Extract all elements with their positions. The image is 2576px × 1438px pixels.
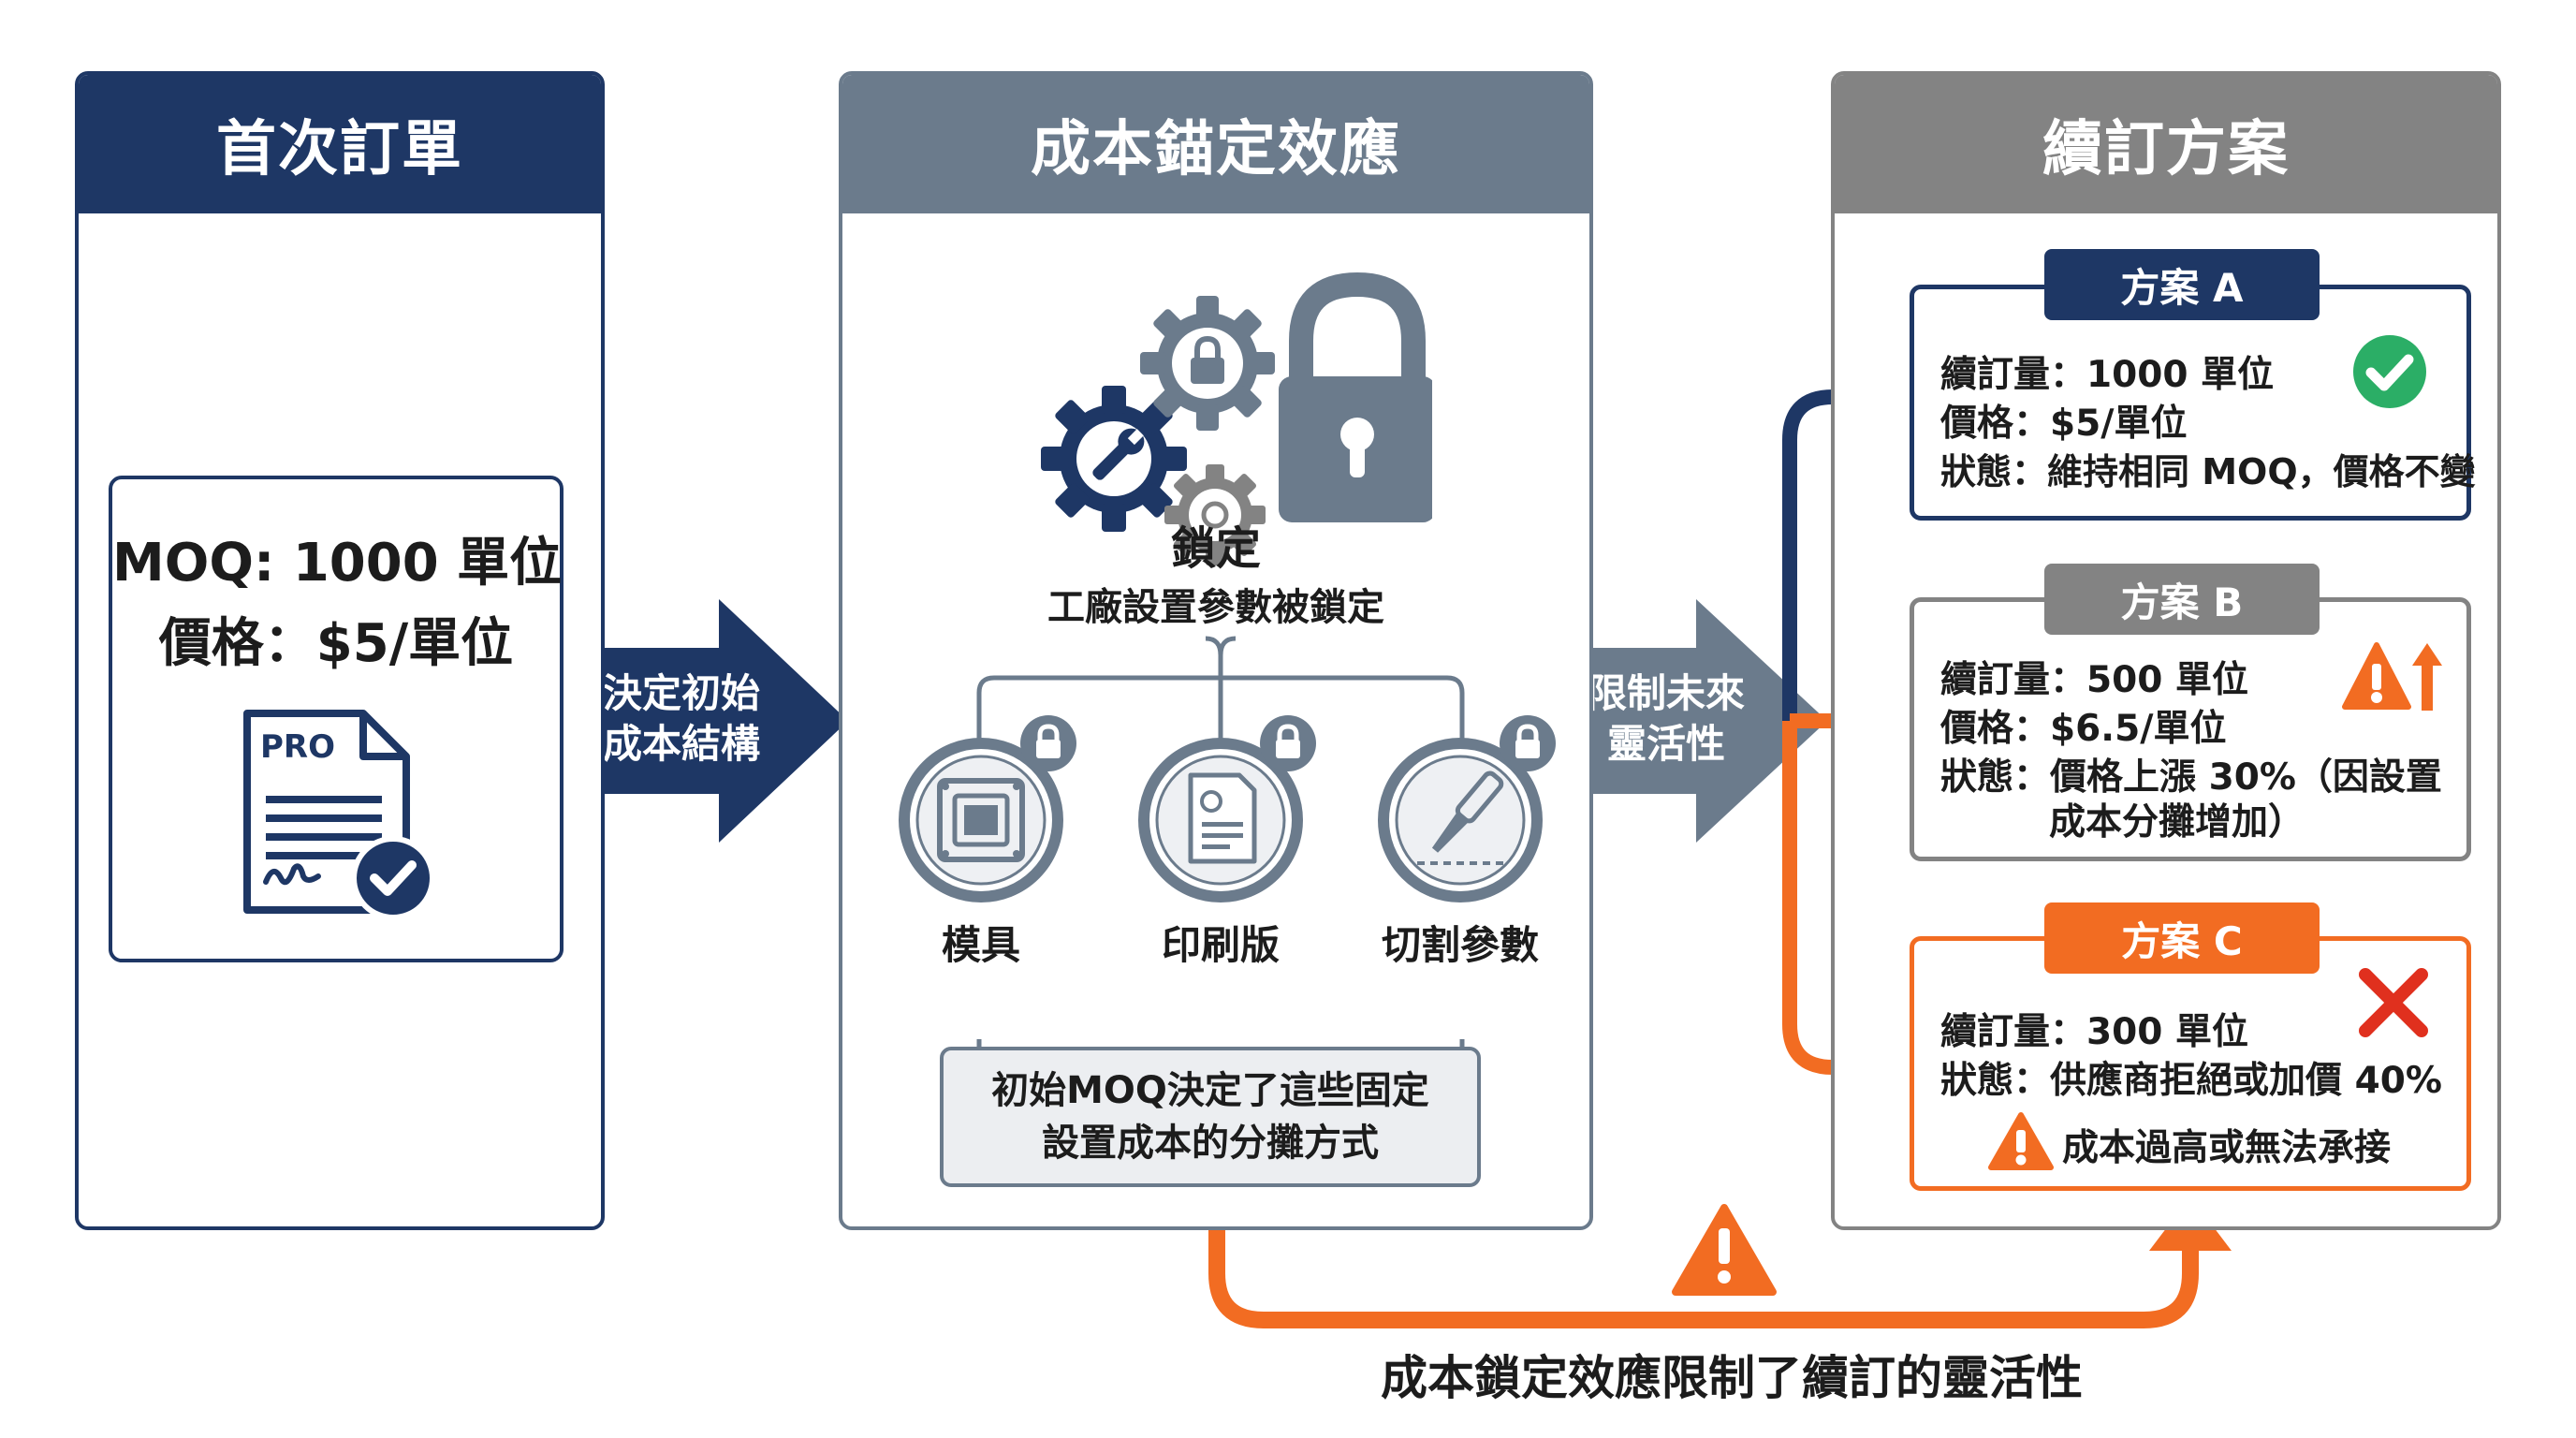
plan-a-line3: 狀態：維持相同 MOQ，價格不變 xyxy=(1940,451,2476,492)
warning-triangle-icon xyxy=(1988,1112,2054,1170)
small-gear-icon xyxy=(1164,464,1266,565)
plan-b-card: 續訂量：500 單位 價格：$6.5/單位 狀態：價格上漲 30%（因設置 成本… xyxy=(1910,597,2471,861)
plan-c-line2: 狀態：供應商拒絕或加價 40% xyxy=(1940,1060,2442,1102)
cutting-lock-badge-icon xyxy=(1500,715,1556,771)
branch-line-plan-a xyxy=(1782,389,1863,721)
signed-document-check-icon: PRO xyxy=(240,704,436,929)
plan-a-card: 續訂量：1000 單位 價格：$5/單位 狀態：維持相同 MOQ，價格不變 xyxy=(1910,285,2476,521)
lock-note-line2: 設置成本的分攤方式 xyxy=(1042,1122,1379,1165)
printing-plate-lock-badge-icon xyxy=(1260,715,1316,771)
warning-icon xyxy=(1672,1204,1777,1296)
gears-lock-illustration xyxy=(1041,271,1432,565)
plan-b-line2: 價格：$6.5/單位 xyxy=(1940,708,2227,750)
x-mark-icon xyxy=(2359,968,2428,1037)
arrow2-label-line1: 限制未來 xyxy=(1587,670,1745,716)
plan-c-tab: 方案 C xyxy=(2044,902,2320,974)
mold-icon xyxy=(899,738,1063,902)
lock-item-cutting xyxy=(1376,715,1556,904)
first-order-moq: MOQ: 1000 單位 xyxy=(112,533,563,594)
mold-lock-badge-icon xyxy=(1020,715,1076,771)
lock-item-label-cutting: 切割參數 xyxy=(1381,922,1539,968)
first-order-price: 價格：$5/單位 xyxy=(158,613,514,674)
reorder-title: 續訂方案 xyxy=(1835,75,2497,213)
first-order-card: MOQ: 1000 單位 價格：$5/單位 PRO xyxy=(109,476,564,962)
lock-item-printing-plate xyxy=(1136,715,1316,904)
cutting-tool-icon xyxy=(1378,738,1543,902)
arrow-first-to-lock xyxy=(582,599,848,843)
plan-b-line4: 成本分攤增加） xyxy=(2049,801,2305,844)
first-order-panel: 首次訂單 MOQ: 1000 單位 價格：$5/單位 PRO xyxy=(75,71,605,1230)
plan-c-card: 續訂量：300 單位 狀態：供應商拒絕或加價 40% 成本過高或無法承接 xyxy=(1910,936,2471,1191)
lock-item-label-mold: 模具 xyxy=(941,922,1020,968)
arrow1-label-line1: 決定初始 xyxy=(602,670,760,716)
arrow2-label-line2: 靈活性 xyxy=(1606,721,1725,767)
plan-c-line1: 續訂量：300 單位 xyxy=(1940,1011,2248,1053)
plan-a-line2: 價格：$5/單位 xyxy=(1940,403,2188,445)
printing-plate-icon xyxy=(1138,738,1303,902)
arrow-lock-to-reorder xyxy=(1565,599,1827,843)
lock-title: 鎖定 xyxy=(1170,522,1261,575)
plan-a-tab: 方案 A xyxy=(2044,249,2320,320)
lock-item-label-printing-plate: 印刷版 xyxy=(1161,922,1280,968)
lock-item-mold xyxy=(897,715,1076,904)
document-label: PRO xyxy=(260,728,336,766)
branch-line-plan-c xyxy=(1782,721,1863,1075)
plan-c-warning: 成本過高或無法承接 xyxy=(2062,1127,2392,1169)
lock-note-box: 初始MOQ決定了這些固定 設置成本的分攤方式 xyxy=(940,1047,1481,1187)
lock-note-line1: 初始MOQ決定了這些固定 xyxy=(991,1069,1429,1112)
arrow2-label: 限制未來 靈活性 xyxy=(1573,663,1760,775)
plan-a-line1: 續訂量：1000 單位 xyxy=(1940,354,2275,396)
wrench-gear-icon xyxy=(1041,386,1187,532)
lock-effect-title: 成本錨定效應 xyxy=(842,75,1589,213)
footer-caption: 成本鎖定效應限制了續訂的靈活性 xyxy=(1381,1351,2083,1405)
check-circle-icon xyxy=(2353,335,2426,408)
plan-b-line1: 續訂量：500 單位 xyxy=(1940,659,2248,701)
arrow1-label: 決定初始 成本結構 xyxy=(588,663,775,775)
lock-subtitle: 工廠設置參數被鎖定 xyxy=(1047,586,1384,629)
warning-up-arrow-icon xyxy=(2342,642,2442,711)
arrow1-label-line2: 成本結構 xyxy=(602,721,760,767)
lock-gear-icon xyxy=(1140,296,1275,431)
plan-b-tab: 方案 B xyxy=(2044,564,2320,635)
feedback-arrow-line xyxy=(1208,1228,2199,1328)
plan-b-line3: 狀態：價格上漲 30%（因設置 xyxy=(1940,756,2442,799)
lock-effect-panel: 成本錨定效應 xyxy=(839,71,1593,1230)
padlock-icon xyxy=(1279,271,1432,522)
first-order-title: 首次訂單 xyxy=(79,75,601,213)
